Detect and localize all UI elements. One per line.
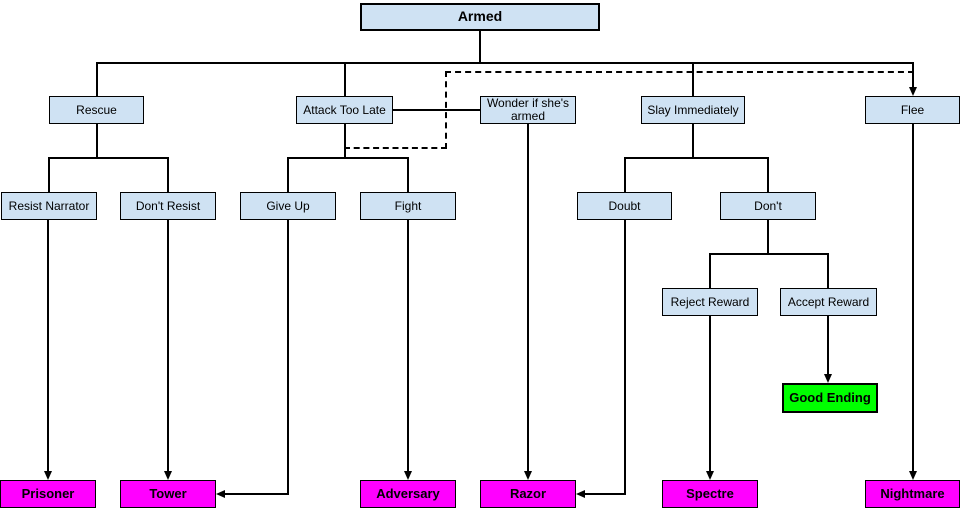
edge-doubt-to-razor xyxy=(583,493,626,495)
node-spectre: Spectre xyxy=(662,480,758,508)
node-flee: Flee xyxy=(865,96,960,124)
edge-drop-reject-reward xyxy=(709,253,711,288)
node-dont-resist: Don't Resist xyxy=(120,192,216,220)
edge-main-rail xyxy=(96,62,914,64)
edge-fight-to-adversary xyxy=(407,220,409,472)
edge-wonder-to-razor xyxy=(527,124,529,472)
node-doubt: Doubt xyxy=(577,192,672,220)
edge-drop-flee xyxy=(912,62,914,88)
arrowhead-spectre xyxy=(706,471,714,480)
node-attack-too-late: Attack Too Late xyxy=(296,96,393,124)
edge-drop-attack-too-late xyxy=(344,62,346,96)
arrowhead-good-ending xyxy=(824,374,832,383)
node-tower: Tower xyxy=(120,480,216,508)
arrowhead-razor-right xyxy=(576,490,585,498)
edge-drop-give-up xyxy=(287,157,289,192)
edge-drop-dont xyxy=(767,157,769,192)
edge-drop-fight xyxy=(407,157,409,192)
edge-dashed-top xyxy=(445,71,914,73)
node-rescue: Rescue xyxy=(49,96,144,124)
arrowhead-razor-top xyxy=(524,471,532,480)
edge-dont-stem xyxy=(767,220,769,255)
edge-drop-doubt xyxy=(624,157,626,192)
edge-resist-narrator-to-prisoner xyxy=(47,220,49,472)
edge-give-up-down xyxy=(287,220,289,495)
edge-drop-rescue xyxy=(96,62,98,96)
node-good-ending: Good Ending xyxy=(782,383,878,413)
edge-doubt-down xyxy=(624,220,626,495)
node-fight: Fight xyxy=(360,192,456,220)
edge-drop-resist-narrator xyxy=(48,157,50,192)
edge-dashed-bottom xyxy=(344,147,447,149)
node-adversary: Adversary xyxy=(360,480,456,508)
node-dont: Don't xyxy=(720,192,816,220)
edge-attack-stem xyxy=(344,124,346,159)
node-nightmare: Nightmare xyxy=(865,480,960,508)
edge-slay-rail xyxy=(624,157,769,159)
node-reject-reward: Reject Reward xyxy=(662,288,758,316)
arrowhead-flee xyxy=(909,87,917,96)
edge-give-up-to-tower xyxy=(223,493,289,495)
edge-reject-to-spectre xyxy=(709,316,711,472)
node-prisoner: Prisoner xyxy=(0,480,96,508)
edge-attack-to-wonder xyxy=(393,109,480,111)
edge-armed-stem xyxy=(479,31,481,63)
arrowhead-nightmare xyxy=(909,471,917,480)
edge-rescue-rail xyxy=(48,157,169,159)
edge-drop-slay-immediately xyxy=(692,62,694,96)
arrowhead-tower-right xyxy=(216,490,225,498)
node-give-up: Give Up xyxy=(240,192,336,220)
arrowhead-adversary xyxy=(404,471,412,480)
edge-drop-dont-resist xyxy=(167,157,169,192)
arrowhead-tower-top xyxy=(164,471,172,480)
node-slay-immediately: Slay Immediately xyxy=(641,96,745,124)
node-armed: Armed xyxy=(360,3,600,31)
arrowhead-prisoner xyxy=(44,471,52,480)
node-razor: Razor xyxy=(480,480,576,508)
edge-flee-to-nightmare xyxy=(912,124,914,472)
edge-attack-rail xyxy=(287,157,409,159)
edge-accept-to-good-ending xyxy=(827,316,829,375)
edge-rescue-stem xyxy=(96,124,98,159)
edge-dont-resist-to-tower xyxy=(167,220,169,472)
node-resist-narrator: Resist Narrator xyxy=(1,192,97,220)
edge-dont-rail xyxy=(709,253,829,255)
edge-dashed-vertical xyxy=(445,71,447,149)
node-accept-reward: Accept Reward xyxy=(780,288,877,316)
edge-slay-stem xyxy=(692,124,694,159)
node-wonder-if-shes-armed: Wonder if she's armed xyxy=(480,96,576,124)
edge-drop-accept-reward xyxy=(827,253,829,288)
